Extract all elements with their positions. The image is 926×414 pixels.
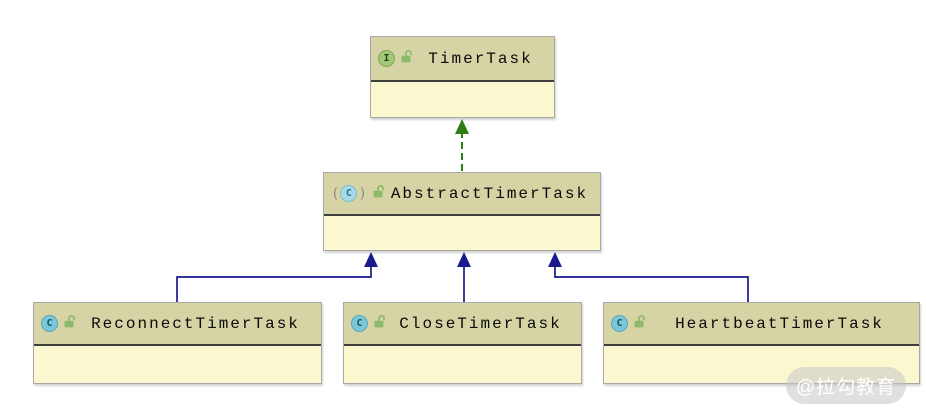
node-abstract-timer-task-header: ( C ) AbstractTimerTask bbox=[324, 173, 600, 216]
node-close-timer-task[interactable]: C CloseTimerTask bbox=[343, 302, 582, 384]
arrowhead-inheritance-reconnect bbox=[364, 252, 378, 267]
lock-open-icon bbox=[633, 314, 648, 334]
edge-inheritance-reconnect bbox=[176, 267, 372, 302]
node-abstract-timer-task-body bbox=[324, 216, 600, 250]
node-title: ReconnectTimerTask bbox=[91, 314, 300, 333]
class-icon: C bbox=[351, 315, 368, 332]
abstract-marker-open: ( bbox=[331, 185, 340, 202]
node-timer-task[interactable]: I TimerTask bbox=[370, 36, 555, 118]
arrowhead-inheritance-heartbeat bbox=[548, 252, 562, 267]
node-title: HeartbeatTimerTask bbox=[675, 314, 884, 333]
node-timer-task-icons: I bbox=[378, 49, 415, 69]
node-timer-task-header: I TimerTask bbox=[371, 37, 554, 82]
lock-open-icon bbox=[400, 49, 415, 69]
interface-icon: I bbox=[378, 50, 395, 67]
node-close-timer-task-body bbox=[344, 346, 581, 383]
node-title: AbstractTimerTask bbox=[390, 184, 589, 203]
arrowhead-inheritance-close bbox=[457, 252, 471, 267]
lock-open-icon bbox=[373, 314, 388, 334]
node-abstract-timer-task[interactable]: ( C ) AbstractTimerTask bbox=[323, 172, 601, 251]
node-title: TimerTask bbox=[428, 49, 533, 68]
node-timer-task-body bbox=[371, 82, 554, 117]
abstract-marker-close: ) bbox=[358, 185, 367, 202]
node-close-timer-task-icons: C bbox=[351, 314, 388, 334]
node-close-timer-task-header: C CloseTimerTask bbox=[344, 303, 581, 346]
class-icon: C bbox=[41, 315, 58, 332]
class-icon: C bbox=[611, 315, 628, 332]
node-reconnect-timer-task-icons: C bbox=[41, 314, 78, 334]
lock-open-icon bbox=[372, 184, 387, 204]
lock-open-icon bbox=[63, 314, 78, 334]
watermark-badge: @拉勾教育 bbox=[786, 367, 906, 404]
node-heartbeat-timer-task-header: C HeartbeatTimerTask bbox=[604, 303, 919, 346]
edge-inheritance-heartbeat bbox=[554, 267, 749, 302]
node-abstract-timer-task-icons: ( C ) bbox=[331, 184, 387, 204]
node-reconnect-timer-task-header: C ReconnectTimerTask bbox=[34, 303, 321, 346]
arrowhead-realization bbox=[455, 119, 469, 134]
abstract-class-icon: C bbox=[340, 185, 358, 202]
node-title: CloseTimerTask bbox=[399, 314, 562, 333]
node-reconnect-timer-task-body bbox=[34, 346, 321, 383]
node-heartbeat-timer-task-icons: C bbox=[611, 314, 648, 334]
node-reconnect-timer-task[interactable]: C ReconnectTimerTask bbox=[33, 302, 322, 384]
